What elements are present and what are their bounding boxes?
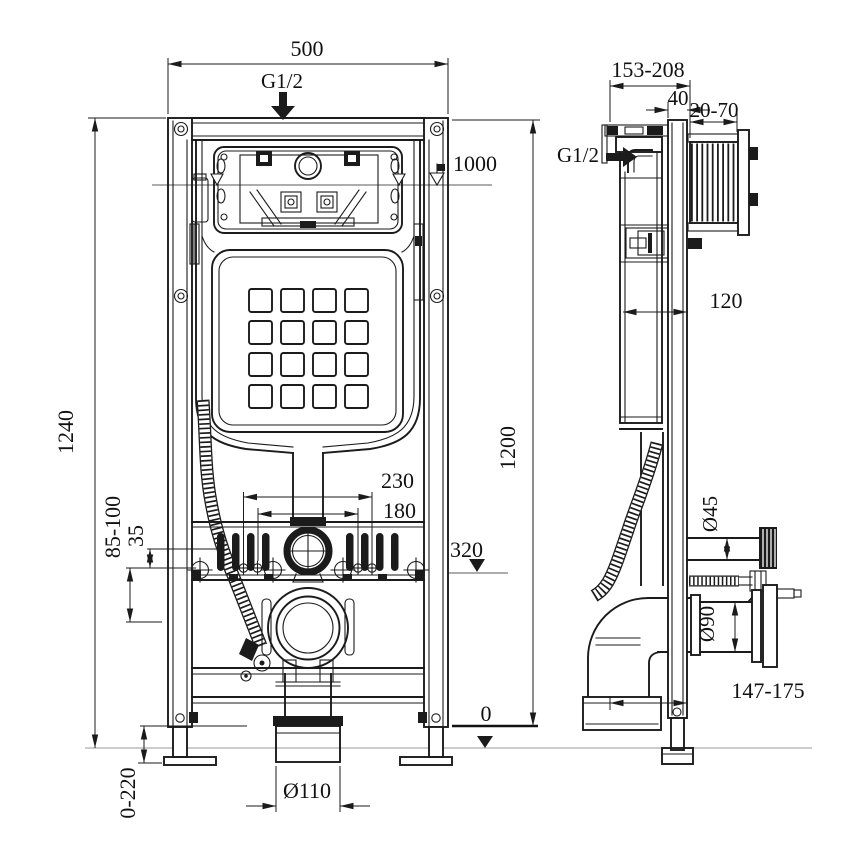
dim-outlet-diameter: Ø90 — [695, 606, 719, 642]
dim-frame-height: 1200 — [495, 426, 520, 470]
dim-side-inlet-thread: G1/2 — [557, 143, 599, 167]
adjustable-legs — [163, 712, 453, 766]
supply-hose — [689, 570, 767, 603]
dim-drain-diameter: Ø110 — [283, 778, 331, 803]
side-hose — [590, 441, 664, 602]
mounting-crossbar — [191, 521, 425, 581]
dim-outlet-height: 147-175 — [731, 678, 804, 703]
drain-pipe — [273, 673, 343, 763]
side-inlet-arrow — [606, 147, 637, 167]
level-flag-symbol — [429, 163, 445, 187]
side-cistern — [615, 136, 702, 430]
support-rod-right — [413, 223, 424, 301]
cistern-body — [195, 139, 421, 455]
bottom-rails — [191, 667, 425, 704]
flush-plate-grid — [248, 288, 369, 409]
drain-connector — [261, 587, 355, 687]
dim-zero-level: 0 — [481, 701, 492, 726]
dim-wall-sleeve: 20-70 — [690, 98, 739, 122]
flush-bend — [283, 526, 333, 583]
wall-bracket — [601, 124, 669, 164]
wall-sleeve-bellows — [687, 129, 758, 236]
drain-elbow — [582, 597, 662, 731]
dim-outlet-offset: 85-100 — [100, 496, 125, 558]
front-view: 500 G1/2 1000 1240 1200 230 180 — [53, 36, 812, 819]
wall-bolt — [688, 238, 702, 249]
water-level-mark-right — [392, 173, 406, 187]
inlet-arrow — [271, 92, 295, 120]
flush-valve-unit — [213, 146, 403, 234]
dim-fixing-inner: 180 — [383, 498, 416, 523]
dim-inlet-thread: G1/2 — [261, 69, 303, 93]
level-triangle-320 — [469, 559, 485, 572]
dim-leg-adjust: 0-220 — [115, 767, 140, 818]
inlet-hose — [196, 399, 268, 649]
water-level-mark-left — [210, 173, 224, 187]
level-triangle-0 — [477, 736, 493, 748]
hose-valve — [239, 638, 271, 682]
flush-pipe-connection — [686, 527, 777, 569]
dim-cistern-depth: 120 — [710, 288, 743, 313]
dim-mounting-depth: 153-208 — [611, 57, 684, 82]
side-flush-valve-box — [625, 227, 669, 259]
dim-rail-depth: 40 — [668, 86, 689, 110]
wall-rail — [661, 119, 694, 765]
dim-flush-pipe-diameter: Ø45 — [698, 496, 722, 532]
dim-bar-offset: 35 — [123, 525, 148, 547]
front-dimensions: 500 G1/2 1000 1240 1200 230 180 — [53, 36, 540, 819]
dim-fixing-outer: 230 — [381, 468, 414, 493]
side-view: 153-208 40 20-70 G1/2 120 Ø45 Ø90 147-17… — [557, 57, 805, 765]
fill-valve-left — [189, 173, 209, 265]
side-dimensions: 153-208 40 20-70 G1/2 120 Ø45 Ø90 147-17… — [557, 57, 805, 710]
dim-inlet-level: 1000 — [453, 151, 497, 176]
access-panel — [211, 249, 404, 433]
fixing-bolt-marks — [187, 557, 429, 583]
dim-overall-width: 500 — [291, 36, 324, 61]
flush-down-pipe — [290, 452, 326, 526]
dim-total-height: 1240 — [53, 410, 78, 454]
dim-flush-bend-level: 320 — [450, 537, 483, 562]
outlet-pipe — [690, 584, 802, 668]
